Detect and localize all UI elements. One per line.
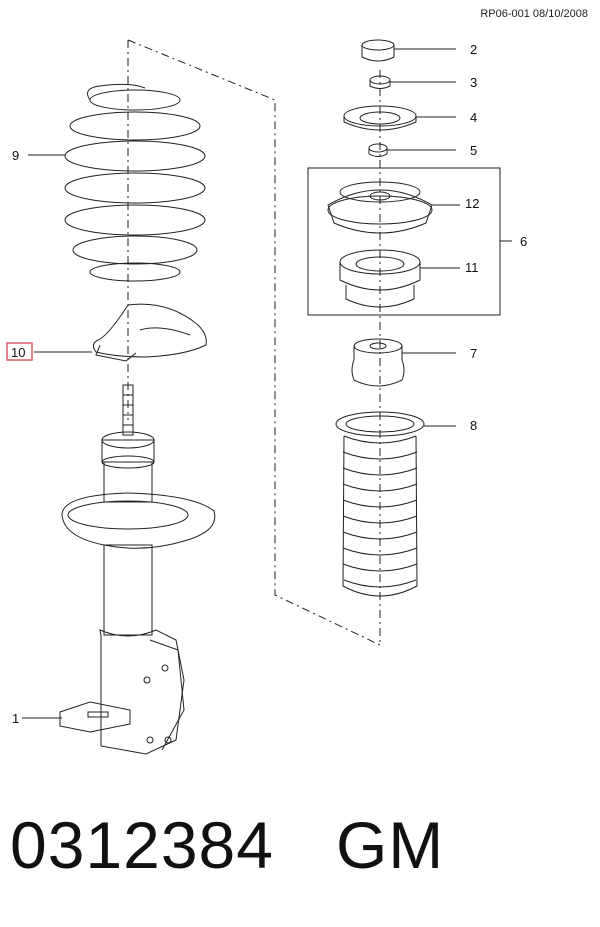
bump-stop [351, 338, 405, 387]
callout-2: 2 [470, 42, 477, 57]
callout-4: 4 [470, 110, 477, 125]
mount-assembly-box [307, 167, 501, 316]
washer-plate [343, 105, 417, 131]
callout-10-highlight [6, 342, 33, 361]
dust-boot [335, 411, 425, 597]
callout-5: 5 [470, 143, 477, 158]
callout-1: 1 [12, 711, 19, 726]
spring-seat [92, 303, 207, 362]
callout-9: 9 [12, 148, 19, 163]
lower-nut [368, 143, 388, 157]
strut-mount [327, 181, 433, 234]
upper-nut [369, 75, 391, 89]
mount-bearing [339, 249, 421, 308]
strut-body [59, 384, 216, 755]
coil-spring [64, 83, 206, 282]
brand-name: GM [335, 808, 445, 882]
reference-code: RP06-001 08/10/2008 [480, 8, 588, 20]
assembly-dashed-outline [127, 39, 381, 646]
part-number: 0312384 [10, 808, 274, 882]
callout-10: 10 [11, 345, 25, 360]
callout-8: 8 [470, 418, 477, 433]
callout-3: 3 [470, 75, 477, 90]
leader-lines [22, 48, 512, 719]
callout-12: 12 [465, 196, 479, 211]
callout-11: 11 [465, 260, 479, 275]
top-cap [361, 39, 395, 62]
callout-7: 7 [470, 346, 477, 361]
callout-6: 6 [520, 234, 527, 249]
